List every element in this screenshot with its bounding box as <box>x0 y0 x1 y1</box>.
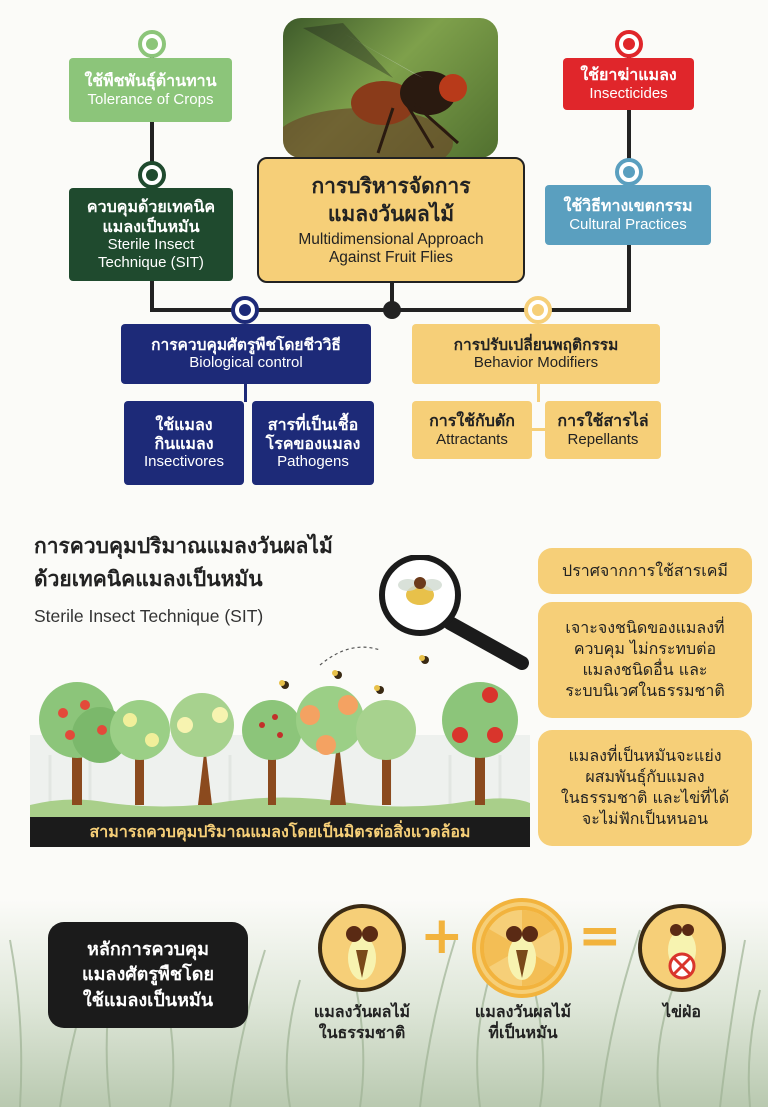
center-title-en: Multidimensional Approach Against Fruit … <box>298 230 484 267</box>
repellants-th: การใช้สารไล่ <box>557 411 649 431</box>
connector-line <box>537 384 540 402</box>
tolerance-box: ใช้พืชพันธุ์ต้านทาน Tolerance of Crops <box>69 58 232 122</box>
insectivores-th: ใช้แมลง กินแมลง <box>154 414 214 453</box>
biological-th: การควบคุมศัตรูพืชโดยชีววิธี <box>151 335 341 354</box>
insecticides-th: ใช้ยาฆ่าแมลง <box>580 65 677 85</box>
behavior-en: Behavior Modifiers <box>473 354 599 372</box>
center-title-th: การบริหารจัดการ แมลงวันผลไม้ <box>311 174 471 227</box>
attractants-box: การใช้กับดัก Attractants <box>412 401 532 459</box>
junction-dot <box>383 301 401 319</box>
attractants-th: การใช้กับดัก <box>429 411 515 431</box>
cultural-en: Cultural Practices <box>569 215 687 233</box>
insectivores-box: ใช้แมลง กินแมลง Insectivores <box>124 401 244 485</box>
biological-box: การควบคุมศัตรูพืชโดยชีววิธี Biological c… <box>121 324 371 384</box>
attractants-en: Attractants <box>436 430 508 448</box>
sit-en: Sterile Insect Technique (SIT) <box>98 235 204 271</box>
repellants-box: การใช้สารไล่ Repellants <box>545 401 661 459</box>
tolerance-th: ใช้พืชพันธุ์ต้านทาน <box>84 71 217 91</box>
node-icon <box>138 161 166 189</box>
benefit-text: แมลงที่เป็นหมันจะแย่ง ผสมพันธุ์กับแมลง ใ… <box>560 746 730 828</box>
sit-section-title: การควบคุมปริมาณแมลงวันผลไม้ ด้วยเทคนิคแม… <box>34 534 333 591</box>
node-icon <box>231 296 259 324</box>
node-icon <box>138 30 166 58</box>
node-icon <box>615 158 643 186</box>
tolerance-en: Tolerance of Crops <box>87 90 214 108</box>
behavior-box: การปรับเปลี่ยนพฤติกรรม Behavior Modifier… <box>412 324 660 384</box>
pathogens-box: สารที่เป็นเชื้อ โรคของแมลง Pathogens <box>252 401 374 485</box>
node-icon <box>524 296 552 324</box>
benefit-specific: เจาะจงชนิดของแมลงที่ ควบคุม ไม่กระทบต่อ … <box>538 602 752 718</box>
repellants-en: Repellants <box>567 430 639 448</box>
wild-fly-icon <box>318 904 406 992</box>
equals-sign: = <box>578 906 622 966</box>
insecticides-en: Insecticides <box>589 84 668 102</box>
plus-sign: + <box>420 906 464 966</box>
cultural-th: ใช้วิธีทางเขตกรรม <box>563 196 693 216</box>
center-approach-box: การบริหารจัดการ แมลงวันผลไม้ Multidimens… <box>257 157 525 283</box>
insecticides-box: ใช้ยาฆ่าแมลง Insecticides <box>563 58 694 110</box>
pathogens-th: สารที่เป็นเชื้อ โรคของแมลง <box>265 414 361 453</box>
benefit-text: ปราศจากการใช้สารเคมี <box>562 560 728 580</box>
sit-box: ควบคุมด้วยเทคนิค แมลงเป็นหมัน Sterile In… <box>69 188 233 281</box>
benefit-no-chemicals: ปราศจากการใช้สารเคมี <box>538 548 752 594</box>
insectivores-en: Insectivores <box>143 453 225 471</box>
principle-text: หลักการควบคุม แมลงศัตรูพืชโดย ใช้แมลงเป็… <box>81 939 215 1011</box>
egg-label: ไข่ฝ่อ <box>663 1002 701 1021</box>
biological-en: Biological control <box>189 354 303 372</box>
eco-friendly-banner: สามารถควบคุมปริมาณแมลงโดยเป็นมิตรต่อสิ่ง… <box>30 817 530 847</box>
benefit-text: เจาะจงชนิดของแมลงที่ ควบคุม ไม่กระทบต่อ … <box>565 618 725 700</box>
wild-fly-label: แมลงวันผลไม้ ในธรรมชาติ <box>313 1002 411 1042</box>
magnifier-icon <box>372 554 537 670</box>
sit-section-subtitle: Sterile Insect Technique (SIT) <box>34 606 264 626</box>
node-icon <box>615 30 643 58</box>
sterile-fly-icon <box>472 898 572 998</box>
fruit-fly-photo <box>283 18 498 158</box>
pathogens-en: Pathogens <box>277 453 349 471</box>
dead-egg-icon <box>638 904 726 992</box>
orchard-illustration <box>30 635 530 825</box>
connector-line <box>390 280 394 310</box>
sit-th: ควบคุมด้วยเทคนิค แมลงเป็นหมัน <box>86 197 216 236</box>
cultural-box: ใช้วิธีทางเขตกรรม Cultural Practices <box>545 185 711 245</box>
connector-line <box>532 428 546 431</box>
benefit-sterile-mating: แมลงที่เป็นหมันจะแย่ง ผสมพันธุ์กับแมลง ใ… <box>538 730 752 846</box>
behavior-th: การปรับเปลี่ยนพฤติกรรม <box>453 335 619 354</box>
principle-box: หลักการควบคุม แมลงศัตรูพืชโดย ใช้แมลงเป็… <box>48 922 248 1028</box>
connector-line <box>244 384 247 402</box>
sterile-fly-label: แมลงวันผลไม้ ที่เป็นหมัน <box>474 1002 572 1042</box>
